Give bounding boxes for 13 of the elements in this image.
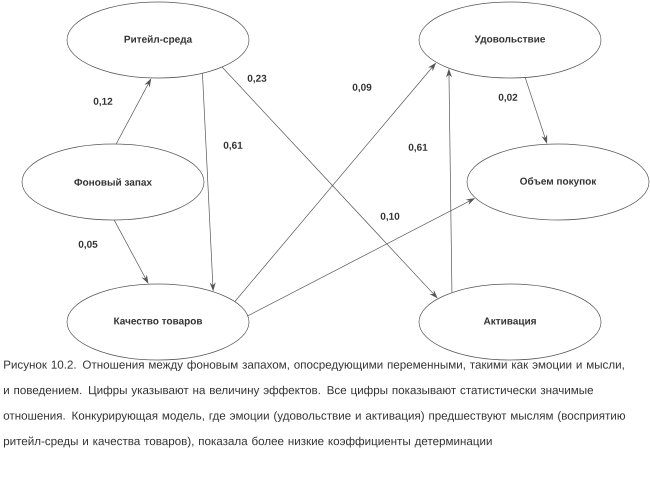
ellipse-node: Активация (418, 284, 602, 360)
ellipse-node: Фоновый запах (22, 144, 204, 220)
ellipse-node: Объем покупок (466, 144, 650, 220)
edge-label: 0,61 (407, 142, 429, 154)
edge-label: 0,12 (92, 96, 114, 108)
edge-label: 0,09 (351, 82, 373, 94)
edge-label: 0,61 (222, 140, 244, 152)
ellipse-node: Удовольствие (418, 2, 602, 78)
edge-label: 0,10 (379, 212, 401, 222)
edge-label: 0,05 (77, 240, 99, 250)
edge-label: 0,02 (497, 92, 519, 104)
caption: Рисунок 10.2. Отношения между фоновым запахом, опосредующими переменными, такими как эмоции и мысли, и поведением. Цифры указывают на величину эффектов. Все цифры показывают статистически значимые отношения. Конкурирующая модель, где эмоции (удовольствие и активация) предшествуют мыслям (восприятию ритейл-среды и качества товаров), показала более низкие коэффициенты детерминации (4, 360, 626, 448)
ellipse-node: Качество товаров (66, 284, 250, 360)
